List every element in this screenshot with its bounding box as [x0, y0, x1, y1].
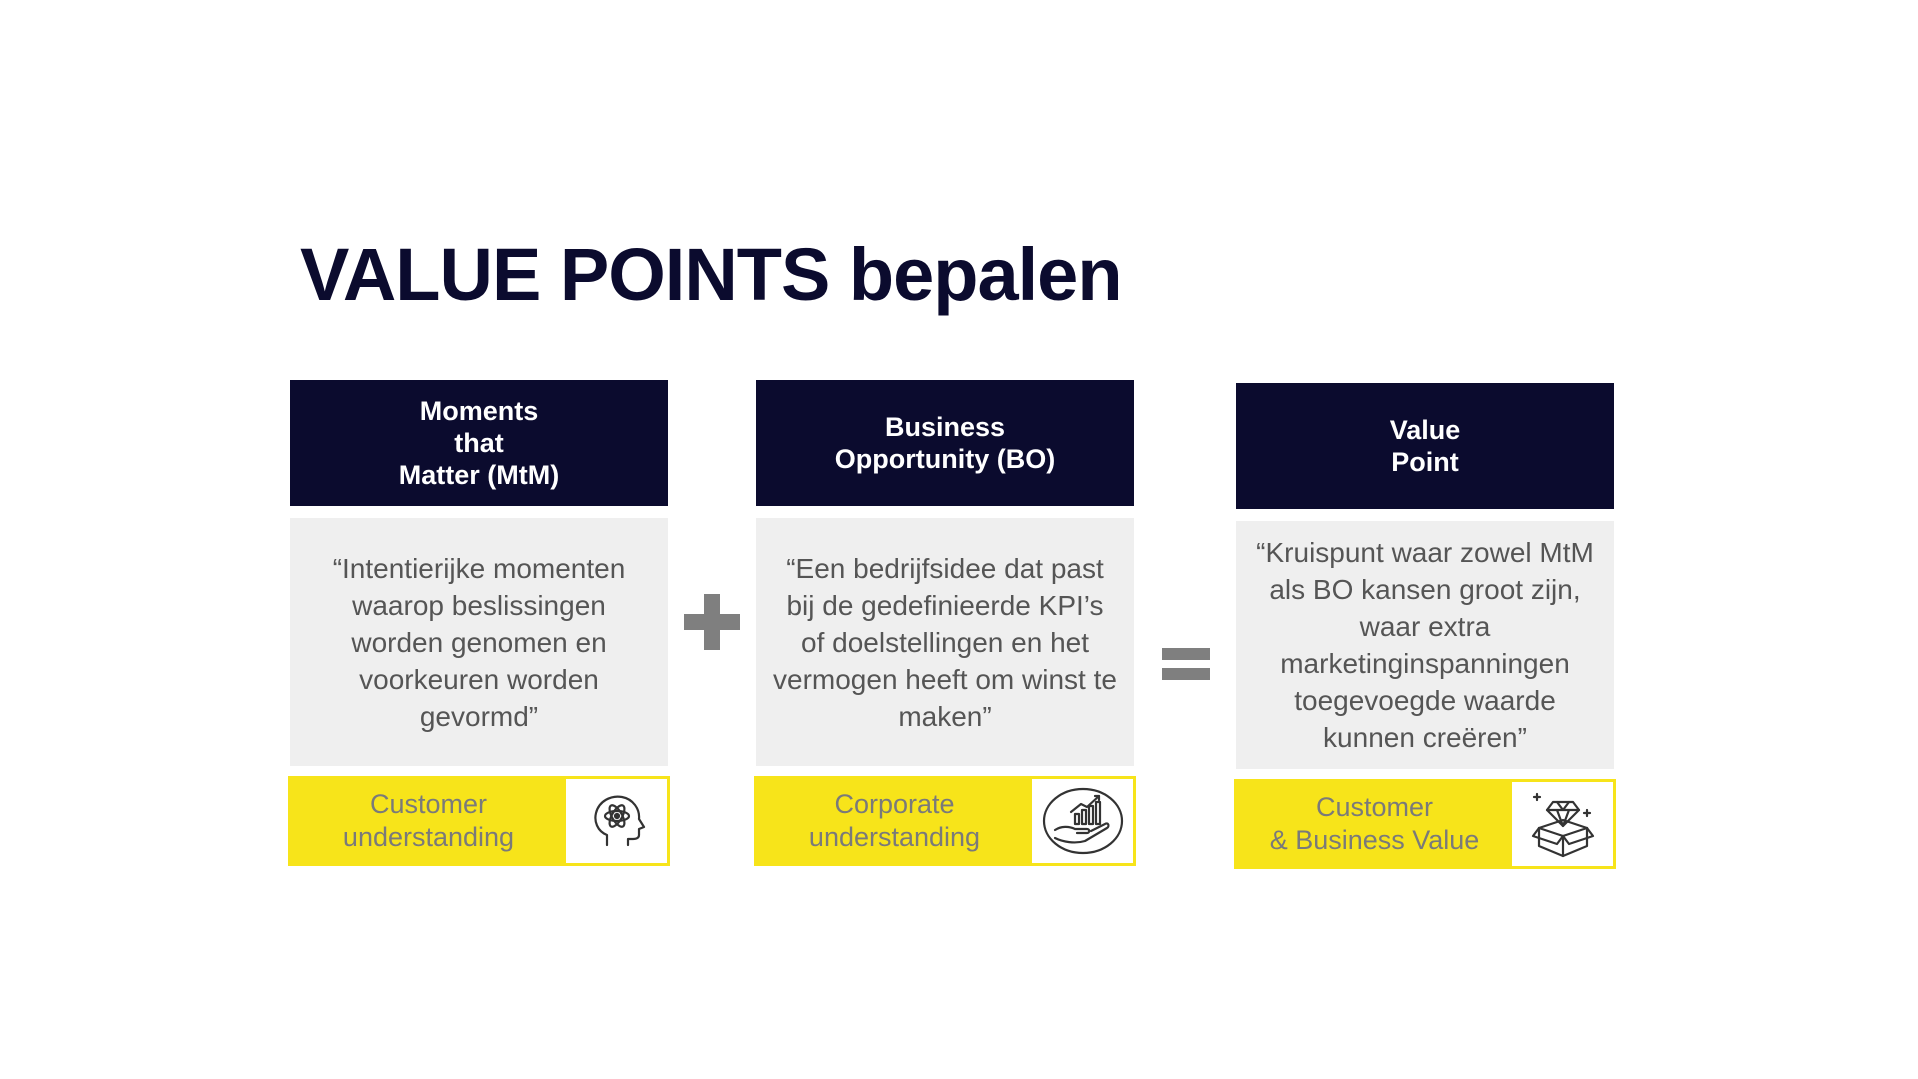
column-description: “Kruispunt waar zowel MtM als BO kansen …: [1236, 521, 1614, 769]
plus-icon: [682, 568, 742, 650]
column-header: Moments that Matter (MtM): [290, 380, 668, 506]
equals-icon: [1162, 598, 1210, 680]
footer-label: Customer understanding: [291, 779, 566, 863]
column-header: Business Opportunity (BO): [756, 380, 1134, 506]
column-footer: Corporate understanding: [754, 776, 1136, 866]
hand-growth-chart-icon: [1032, 779, 1133, 863]
footer-label: Customer & Business Value: [1237, 782, 1512, 866]
column-bo: Business Opportunity (BO) “Een bedrijfsi…: [754, 380, 1136, 866]
column-mtm: Moments that Matter (MtM) “Intentierijke…: [288, 380, 670, 866]
column-header: Value Point: [1236, 383, 1614, 509]
column-description: “Een bedrijfsidee dat past bij de gedefi…: [756, 518, 1134, 766]
column-value-point: Value Point “Kruispunt waar zowel MtM al…: [1234, 383, 1616, 869]
footer-label: Corporate understanding: [757, 779, 1032, 863]
column-footer: Customer & Business Value: [1234, 779, 1616, 869]
column-description: “Intentierijke momenten waarop beslissin…: [290, 518, 668, 766]
head-atom-icon: [566, 779, 667, 863]
column-footer: Customer understanding: [288, 776, 670, 866]
gift-box-diamond-icon: [1512, 782, 1613, 866]
page-title: VALUE POINTS bepalen: [300, 233, 1123, 316]
